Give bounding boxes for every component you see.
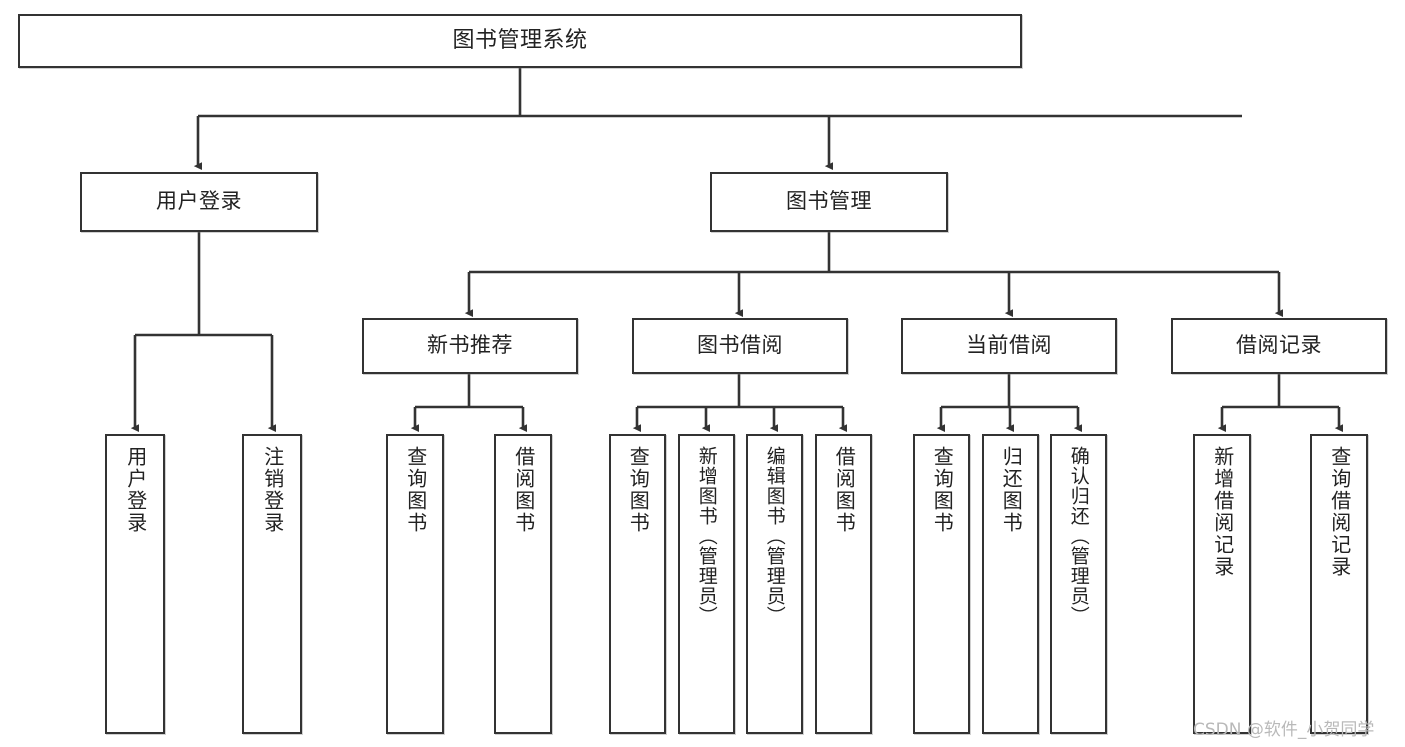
leaf-borrow-book-new-rec[interactable]: 借阅图书 (494, 434, 552, 734)
leaf-borrow-book-borrowing[interactable]: 借阅图书 (815, 434, 872, 734)
leaf-logout-login-label: 注销登录 (260, 446, 285, 534)
leaf-user-login-label: 用户登录 (123, 446, 148, 534)
leaf-return-book-label: 归还图书 (999, 446, 1024, 534)
node-user-login[interactable]: 用户登录 (80, 172, 318, 232)
node-borrowing-record[interactable]: 借阅记录 (1171, 318, 1387, 374)
leaf-user-login[interactable]: 用户登录 (105, 434, 165, 734)
leaf-edit-book-admin-label: 编辑图书（管理员） (763, 446, 786, 626)
leaf-query-book-borrowing-label: 查询图书 (626, 446, 651, 534)
leaf-confirm-return-admin-label: 确认归还（管理员） (1067, 446, 1090, 626)
node-root-book-management-system[interactable]: 图书管理系统 (18, 14, 1022, 68)
csdn-watermark: CSDN @软件_小贺同学 (1193, 720, 1375, 740)
leaf-query-book-new-rec[interactable]: 查询图书 (386, 434, 444, 734)
leaf-borrow-book-new-rec-label: 借阅图书 (511, 446, 536, 534)
node-book-management[interactable]: 图书管理 (710, 172, 948, 232)
node-user-login-label: 用户登录 (156, 189, 242, 214)
leaf-add-book-admin[interactable]: 新增图书（管理员） (678, 434, 735, 734)
node-new-book-recommendation[interactable]: 新书推荐 (362, 318, 578, 374)
node-book-management-label: 图书管理 (786, 189, 872, 214)
leaf-query-borrowing-record-label: 查询借阅记录 (1327, 446, 1352, 578)
leaf-borrow-book-borrowing-label: 借阅图书 (832, 446, 857, 534)
node-root-label: 图书管理系统 (452, 27, 588, 53)
node-borrowing-record-label: 借阅记录 (1236, 333, 1322, 358)
node-current-borrowing-label: 当前借阅 (966, 333, 1052, 358)
leaf-query-book-current-label: 查询图书 (930, 446, 955, 534)
leaf-query-book-borrowing[interactable]: 查询图书 (609, 434, 666, 734)
leaf-return-book[interactable]: 归还图书 (982, 434, 1039, 734)
leaf-add-book-admin-label: 新增图书（管理员） (695, 446, 718, 626)
leaf-confirm-return-admin[interactable]: 确认归还（管理员） (1050, 434, 1107, 734)
leaf-add-borrowing-record-label: 新增借阅记录 (1210, 446, 1235, 578)
node-new-book-recommendation-label: 新书推荐 (427, 333, 513, 358)
node-current-borrowing[interactable]: 当前借阅 (901, 318, 1117, 374)
leaf-query-borrowing-record[interactable]: 查询借阅记录 (1310, 434, 1368, 734)
node-book-borrowing[interactable]: 图书借阅 (632, 318, 848, 374)
leaf-query-book-current[interactable]: 查询图书 (913, 434, 970, 734)
leaf-logout-login[interactable]: 注销登录 (242, 434, 302, 734)
node-book-borrowing-label: 图书借阅 (697, 333, 783, 358)
leaf-query-book-new-rec-label: 查询图书 (403, 446, 428, 534)
leaf-edit-book-admin[interactable]: 编辑图书（管理员） (746, 434, 803, 734)
leaf-add-borrowing-record[interactable]: 新增借阅记录 (1193, 434, 1251, 734)
